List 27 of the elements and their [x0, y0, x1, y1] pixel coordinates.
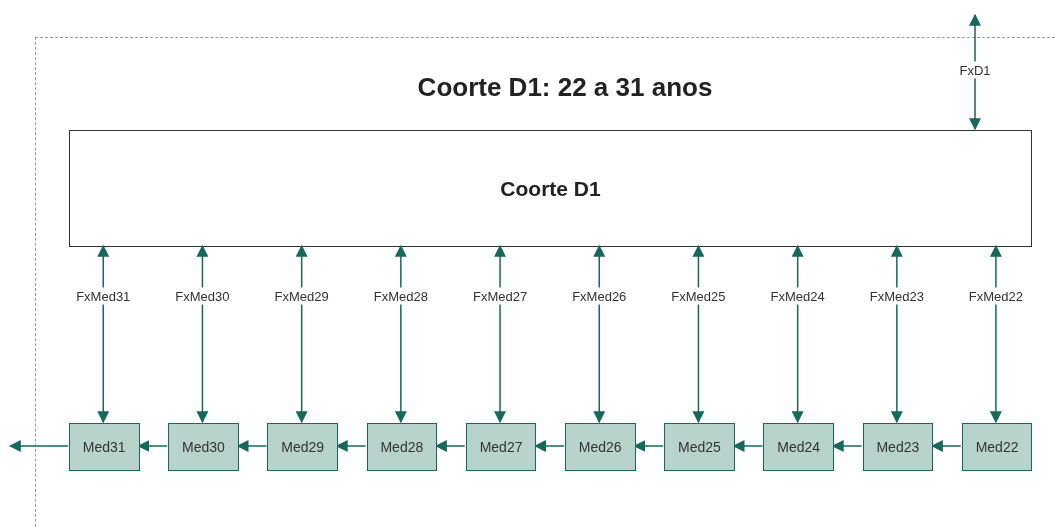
stock-box: Med27	[465, 423, 537, 471]
region-title: Coorte D1: 22 a 31 anos	[416, 72, 714, 103]
edge-label: FxMed23	[868, 287, 925, 305]
edge-label: FxMed27	[471, 287, 529, 305]
edge-label: FxMed24	[769, 287, 826, 305]
stock-label: Coorte D1	[500, 176, 601, 201]
stock-box: Med22	[961, 423, 1033, 471]
stock-box: Med23	[862, 423, 934, 471]
stock-box	[69, 130, 1032, 247]
edge-label: FxMed25	[670, 287, 727, 305]
stock-box: Med24	[763, 423, 834, 471]
stock-box: Med26	[565, 423, 636, 471]
edge-label: FxMed31	[75, 287, 132, 305]
arrow	[534, 440, 565, 452]
stock-box: Med28	[366, 423, 438, 471]
arrow	[8, 440, 69, 452]
stock-box: Med30	[168, 423, 239, 471]
edge-label: FxD1	[958, 61, 992, 79]
edge-label: FxMed22	[967, 287, 1024, 305]
stock-box: Med31	[69, 423, 140, 471]
edge-label: FxMed28	[372, 287, 429, 305]
edge-label: FxMed26	[571, 287, 628, 305]
cohort-region	[35, 37, 1055, 527]
stock-box: Med25	[664, 423, 735, 471]
edge-label: FxMed30	[174, 287, 231, 305]
stock-box: Med29	[267, 423, 338, 471]
edge-label: FxMed29	[273, 287, 330, 305]
